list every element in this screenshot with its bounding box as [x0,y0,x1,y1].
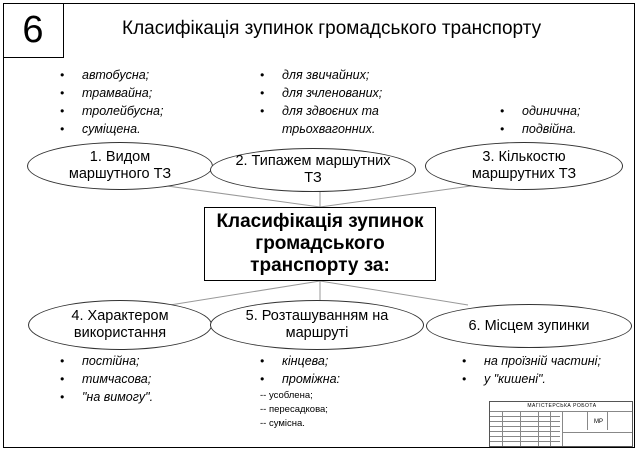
list-item: на проїзній частині; [462,352,601,370]
list-item: для зчленованих; [260,84,435,102]
sheet-number: 6 [3,3,64,58]
category-label: 2. Типажем маршутних ТЗ [235,153,391,186]
category-label: 6. Місцем зупинки [468,317,590,334]
list-item: тролейбусна; [60,102,163,120]
stamp-header: МАГІСТЕРСЬКА РОБОТА [527,403,597,409]
list-item: -- пересадкова; [260,404,328,415]
category-vehicle-type: 1. Видом маршутного ТЗ [27,142,213,190]
list-item: у "кишені". [462,370,601,388]
list-usage: постійна; тимчасова; "на вимогу". [60,352,153,406]
list-route-position: кінцева; проміжна: [260,352,340,388]
category-label: 3. Кількостю маршрутних ТЗ [471,149,577,182]
list-item: трамвайна; [60,84,163,102]
list-vehicle-type: автобусна; трамвайна; тролейбусна; суміщ… [60,66,163,138]
central-box-label: Класифікація зупинок громадського трансп… [216,211,424,276]
list-item: -- сумісна. [260,418,305,429]
category-label: 1. Видом маршутного ТЗ [68,149,172,182]
title-block-stamp: МАГІСТЕРСЬКА РОБОТА МР [489,401,633,447]
list-item: автобусна; [60,66,163,84]
category-vehicle-count: 3. Кількостю маршрутних ТЗ [425,142,623,190]
list-vehicle-model: для звичайних; для зчленованих; для здво… [260,66,435,138]
list-item: для звичайних; [260,66,435,84]
stamp-code: МР [594,419,603,425]
drawing-frame [3,3,635,448]
list-vehicle-count: одинична; подвійна. [500,102,580,138]
category-stop-place: 6. Місцем зупинки [426,304,632,348]
category-label: 4. Характером використання [71,308,169,341]
list-item: подвійна. [500,120,580,138]
list-item: тимчасова; [60,370,153,388]
list-stop-place: на проїзній частині; у "кишені". [462,352,601,388]
list-item: для здвоєних та трьохвагонних. [260,102,435,138]
list-route-position-sub: -- усоблена; -- пересадкова; -- сумісна. [260,389,328,431]
category-route-position: 5. Розташуванням на маршруті [210,300,424,350]
list-item: проміжна: [260,370,340,388]
page-title: Класифікація зупинок громадського трансп… [122,18,542,39]
category-usage: 4. Характером використання [28,300,212,350]
central-box: Класифікація зупинок громадського трансп… [204,207,436,281]
category-label: 5. Розташуванням на маршруті [245,308,389,341]
list-item: одинична; [500,102,580,120]
list-item: постійна; [60,352,153,370]
list-item: суміщена. [60,120,163,138]
category-vehicle-model: 2. Типажем маршутних ТЗ [210,148,416,192]
list-item: -- усоблена; [260,390,313,401]
list-item: "на вимогу". [60,388,153,406]
list-item: кінцева; [260,352,340,370]
